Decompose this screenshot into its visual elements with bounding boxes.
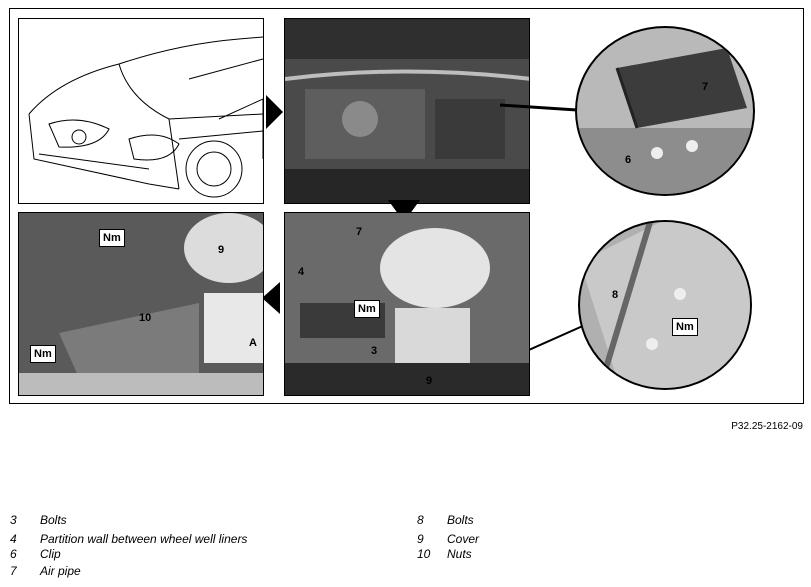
detail-circle-air-pipe — [575, 26, 755, 196]
legend-number: 3 — [10, 513, 17, 527]
legend-text: Nuts — [447, 547, 472, 561]
torque-label-left-bottom: Nm — [30, 345, 56, 363]
panel-vehicle-overview — [18, 18, 264, 204]
callout-10: 10 — [139, 312, 152, 324]
car-drawing — [28, 36, 263, 198]
legend-number: 8 — [417, 513, 424, 527]
legend-number: 9 — [417, 532, 424, 546]
cover-location-photo — [285, 228, 529, 395]
callout-3: 3 — [371, 345, 378, 357]
callout-4: 4 — [298, 266, 305, 278]
callout-7-top: 7 — [702, 81, 709, 93]
torque-label-mid: Nm — [354, 300, 380, 318]
engine-bay-photo — [285, 19, 529, 203]
callout-7-mid: 7 — [356, 226, 363, 238]
torque-label-left-top: Nm — [99, 229, 125, 247]
panel-engine-bay — [284, 18, 530, 204]
callout-9-left: 9 — [218, 244, 225, 256]
legend-text: Bolts — [447, 513, 474, 527]
callout-A: A — [249, 337, 257, 349]
torque-label-right: Nm — [672, 318, 698, 336]
bolts-closeup — [580, 222, 750, 388]
figure-reference: P32.25-2162-09 — [731, 421, 803, 432]
callout-8: 8 — [612, 289, 619, 301]
legend-text: Clip — [40, 547, 61, 561]
legend-number: 7 — [10, 564, 17, 578]
legend-number: 4 — [10, 532, 17, 546]
legend-text: Cover — [447, 532, 480, 546]
legend-number: 10 — [417, 547, 431, 561]
callout-9-mid: 9 — [426, 375, 433, 387]
legend-number: 6 — [10, 547, 17, 561]
detail-circle-bolts — [578, 220, 752, 390]
panel-nuts-detail — [18, 212, 264, 396]
legend-text: Air pipe — [40, 564, 81, 578]
legend-text: Partition wall between wheel well liners — [40, 532, 248, 546]
panel-cover-location — [284, 212, 530, 396]
nuts-detail-photo — [19, 213, 263, 395]
callout-6: 6 — [625, 154, 632, 166]
legend-text: Bolts — [40, 513, 67, 527]
